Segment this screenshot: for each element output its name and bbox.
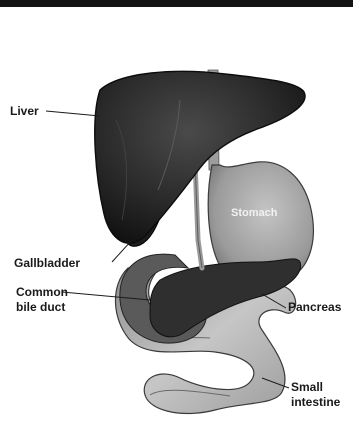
small-intestine-label-line1: Small xyxy=(291,380,323,394)
liver-leader xyxy=(46,111,100,116)
pancreas-label: Pancreas xyxy=(288,300,341,314)
stomach-label: Stomach xyxy=(231,207,277,219)
common-bile-duct-label-line2: bile duct xyxy=(16,300,65,314)
liver-label: Liver xyxy=(10,104,39,118)
gallbladder-label: Gallbladder xyxy=(14,256,80,270)
small-intestine-label-line2: intestine xyxy=(291,395,340,409)
common-bile-duct-label-line1: Common xyxy=(16,285,68,299)
gallbladder-leader xyxy=(112,240,132,262)
